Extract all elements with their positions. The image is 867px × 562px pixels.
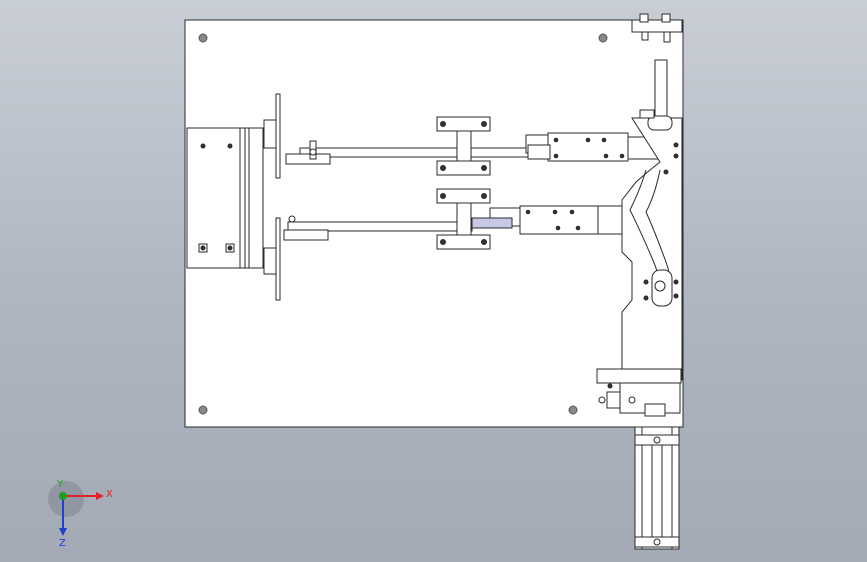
mount-hole [568,405,578,415]
guide-rail [248,127,264,269]
cam-profile [621,117,683,381]
clamp-block [436,160,491,176]
mount-hole [598,33,608,43]
upper-rod [299,147,529,158]
clamp-block [436,234,491,250]
vertical-plate [275,217,281,301]
bottom-bracket [596,368,682,384]
lower-carriage [519,205,601,235]
vertical-plate [275,93,281,179]
y-axis-arrow [59,492,67,500]
y-axis-label: Y [56,480,64,490]
mount-hole [198,33,208,43]
top-fitting [631,19,683,33]
left-block [186,127,250,269]
mount-hole [198,405,208,415]
vertical-bar [654,59,668,117]
highlighted-part [471,217,513,229]
x-axis-label: X [106,489,113,500]
orientation-triad: X Y Z [48,480,113,549]
upper-carriage [547,132,629,162]
z-axis-label: Z [59,538,66,549]
